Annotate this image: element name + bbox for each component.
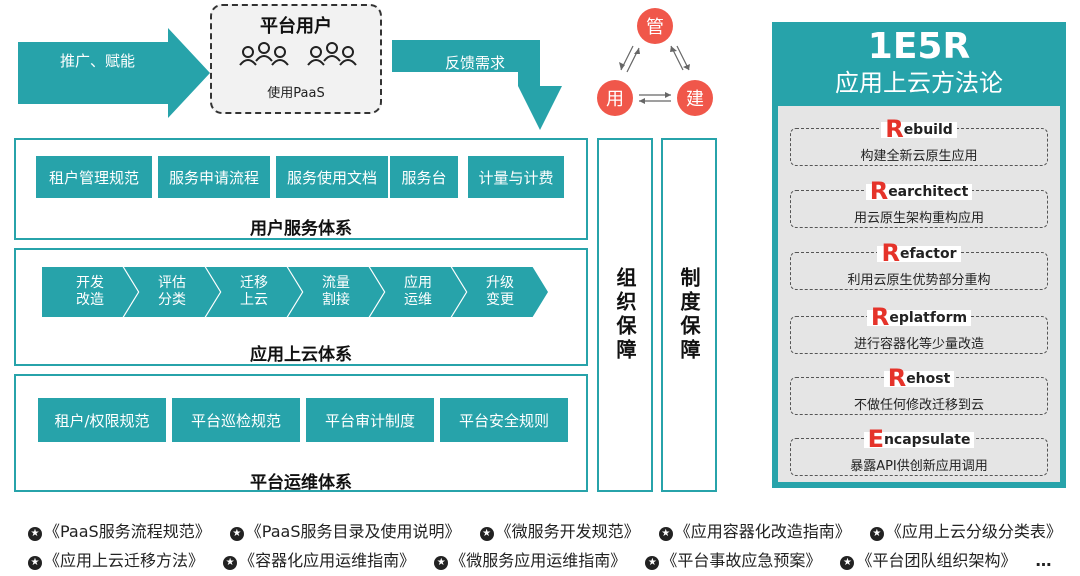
user-service-panel: 租户管理规范 服务申请流程 服务使用文档 服务台 计量与计费 用户服务体系	[14, 138, 588, 240]
doc-item: ★《PaaS服务目录及使用说明》	[229, 522, 461, 541]
ops-item: 平台巡检规范	[172, 398, 300, 442]
star-bullet-icon: ★	[840, 556, 855, 570]
feedback-arrow	[392, 40, 562, 130]
star-bullet-icon: ★	[229, 527, 244, 541]
cloud-migration-title: 应用上云体系	[250, 345, 352, 365]
rebuild-item: Rebuild 构建全新云原生应用	[790, 115, 1048, 166]
star-bullet-icon: ★	[658, 527, 673, 541]
star-bullet-icon: ★	[869, 527, 884, 541]
platform-users-box: 平台用户 使用PaaS	[210, 4, 382, 114]
star-bullet-icon: ★	[28, 556, 42, 570]
platform-users-subtitle: 使用PaaS	[267, 86, 325, 101]
encapsulate-item: Encapsulate 暴露API供创新应用调用	[790, 425, 1048, 476]
migration-step: 应用运维	[370, 267, 466, 317]
star-bullet-icon: ★	[434, 556, 449, 570]
star-bullet-icon: ★	[223, 556, 238, 570]
system-guarantee-bar: 制度保障	[661, 138, 717, 492]
star-bullet-icon: ★	[479, 527, 494, 541]
methodology-title: 1E5R	[867, 26, 971, 67]
ops-item: 平台审计制度	[306, 398, 434, 442]
service-item: 服务申请流程	[158, 156, 270, 198]
platform-users-title: 平台用户	[260, 16, 332, 37]
doc-item: ★《容器化应用运维指南》	[223, 551, 415, 570]
migration-step: 流量割接	[288, 267, 384, 317]
doc-item: ★《微服务应用运维指南》	[434, 551, 626, 570]
star-bullet-icon: ★	[645, 556, 660, 570]
more-ellipsis: …	[1035, 551, 1052, 570]
ops-item: 租户/权限规范	[38, 398, 166, 442]
use-circle: 用	[597, 80, 633, 116]
user-service-title: 用户服务体系	[250, 219, 352, 239]
refactor-desc: 利用云原生优势部分重构	[847, 273, 991, 288]
doc-list-row-1: ★《PaaS服务流程规范》 ★《PaaS服务目录及使用说明》 ★《微服务开发规范…	[28, 518, 1076, 542]
doc-list-row-2: ★《应用上云迁移方法》 ★《容器化应用运维指南》 ★《微服务应用运维指南》 ★《…	[28, 547, 1052, 571]
rearchitect-desc: 用云原生架构重构应用	[853, 211, 984, 226]
promote-arrow	[18, 28, 210, 118]
rearchitect-item: Rearchitect 用云原生架构重构应用	[790, 177, 1048, 228]
service-item: 服务台	[390, 156, 458, 198]
doc-item: ★《应用容器化改造指南》	[658, 522, 851, 541]
ops-item: 平台安全规则	[440, 398, 568, 442]
rehost-item: Rehost 不做任何修改迁移到云	[790, 364, 1048, 415]
ops-panel: 租户/权限规范 平台巡检规范 平台审计制度 平台安全规则 平台运维体系	[14, 374, 588, 493]
doc-item: ★《PaaS服务流程规范》	[28, 522, 211, 541]
service-item: 租户管理规范	[36, 156, 152, 198]
migration-step: 迁移上云	[206, 267, 302, 317]
service-item: 计量与计费	[468, 156, 564, 198]
rebuild-desc: 构建全新云原生应用	[860, 149, 978, 164]
doc-item: ★《平台事故应急预案》	[645, 551, 821, 570]
system-guarantee-label: 制度保障	[677, 267, 701, 363]
doc-item: ★《应用上云分级分类表》	[869, 522, 1062, 541]
replatform-item: Replatform 进行容器化等少量改造	[790, 303, 1048, 354]
doc-item: ★《平台团队组织架构》	[840, 551, 1016, 570]
users-group-icon	[239, 42, 357, 66]
cloud-migration-panel: 开发改造 评估分类 迁移上云 流量割接 应用运维 升级变更 应用上云体系	[14, 248, 588, 366]
doc-item: ★《微服务开发规范》	[479, 522, 640, 541]
methodology-subtitle: 应用上云方法论	[835, 69, 1003, 97]
migration-step: 评估分类	[124, 267, 220, 317]
promote-arrow-label: 推广、赋能	[60, 52, 136, 70]
migration-step: 开发改造	[42, 267, 138, 317]
doc-item: ★《应用上云迁移方法》	[28, 551, 204, 570]
manage-circle: 管	[637, 8, 673, 44]
org-guarantee-bar: 组织保障	[597, 138, 653, 492]
org-guarantee-label: 组织保障	[613, 267, 637, 363]
feedback-arrow-label: 反馈需求	[445, 54, 506, 72]
ops-title: 平台运维体系	[250, 473, 352, 493]
encapsulate-desc: 暴露API供创新应用调用	[850, 459, 988, 474]
refactor-item: Refactor 利用云原生优势部分重构	[790, 239, 1048, 290]
migration-step: 升级变更	[452, 267, 548, 317]
rehost-desc: 不做任何修改迁移到云	[853, 398, 984, 413]
build-circle: 建	[677, 80, 713, 116]
star-bullet-icon: ★	[28, 527, 42, 541]
service-item: 服务使用文档	[276, 156, 388, 198]
cycle-arrows	[619, 45, 690, 104]
methodology-header: 1E5R 应用上云方法论	[772, 22, 1066, 106]
replatform-desc: 进行容器化等少量改造	[853, 337, 984, 352]
